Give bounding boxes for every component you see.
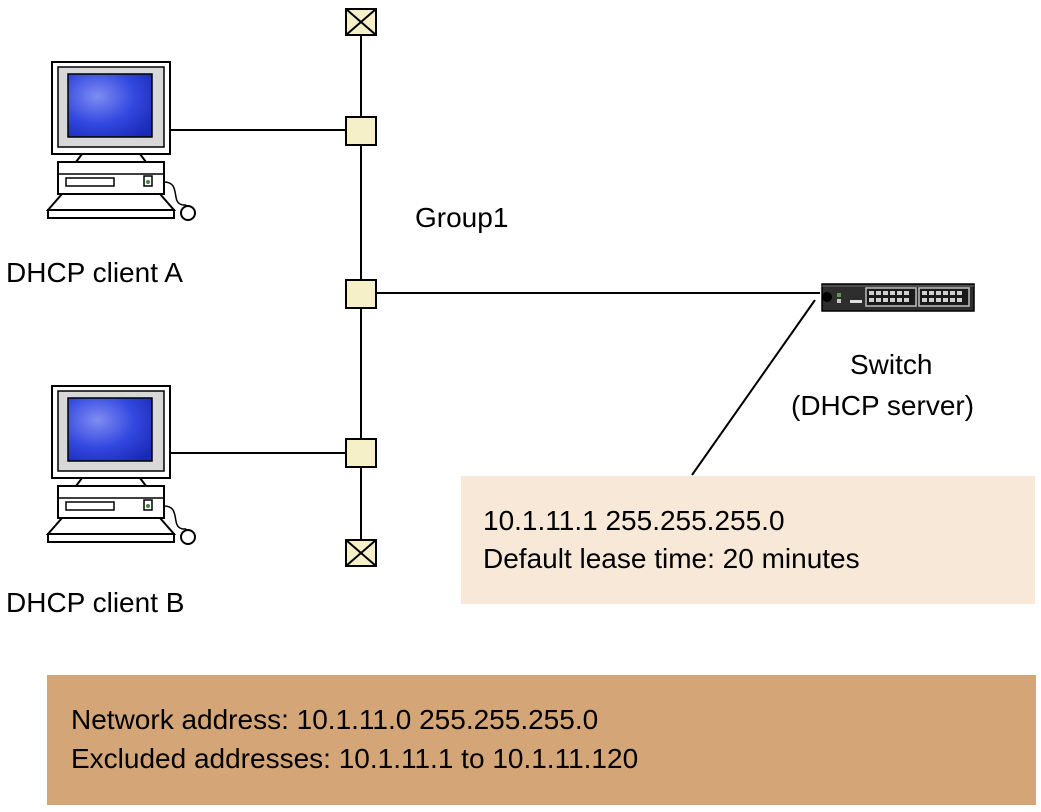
switch-device-icon — [821, 283, 975, 312]
connector-client-b-icon — [345, 438, 377, 468]
server-config-box: 10.1.11.1 255.255.255.0 Default lease ti… — [461, 476, 1035, 604]
network-address-text: Network address: 10.1.11.0 255.255.255.0 — [71, 704, 599, 735]
address-pool-box: Network address: 10.1.11.0 255.255.255.0… — [47, 675, 1036, 805]
terminator-top-icon — [345, 8, 377, 36]
client-b-computer-icon — [47, 385, 196, 545]
client-b-label: DHCP client B — [6, 587, 185, 618]
client-a-label: DHCP client A — [6, 257, 183, 288]
config-callout-line — [691, 299, 816, 476]
connector-server-icon — [345, 279, 377, 309]
excluded-addresses-text: Excluded addresses: 10.1.11.1 to 10.1.11… — [71, 743, 639, 774]
terminator-bottom-icon — [345, 539, 377, 567]
lease-time-text: Default lease time: 20 minutes — [483, 543, 860, 574]
server-address-text: 10.1.11.1 255.255.255.0 — [483, 505, 785, 536]
switch-role-label: (DHCP server) — [791, 390, 975, 421]
switch-label: Switch — [850, 349, 933, 380]
segment-label: Group1 — [415, 202, 509, 233]
connector-client-a-icon — [345, 116, 377, 146]
client-a-computer-icon — [47, 61, 196, 221]
